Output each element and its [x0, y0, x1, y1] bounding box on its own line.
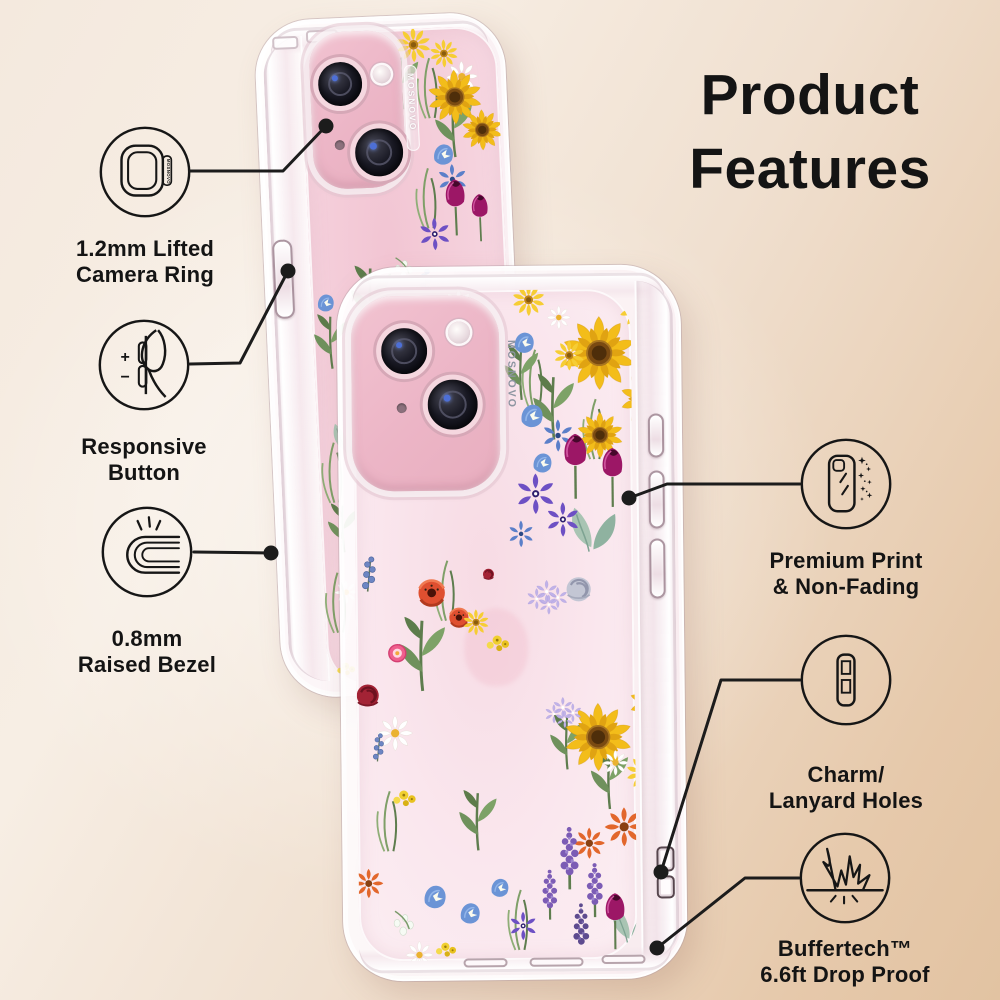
- camera-flash-icon: [447, 321, 471, 344]
- feature-label-premium-print: Premium Print & Non-Fading: [715, 548, 977, 600]
- lens-iris: [327, 71, 353, 97]
- plus-glyph: +: [121, 349, 130, 366]
- sparkle-stars: [858, 456, 873, 501]
- camera-lens-icon: [375, 322, 433, 380]
- feature-line: Charm/: [807, 762, 885, 787]
- feature-line: 6.6ft Drop Proof: [760, 961, 930, 987]
- lanyard-hole: [656, 875, 675, 899]
- lanyard-holes-icon: [800, 634, 892, 726]
- feature-line: Camera Ring: [76, 261, 214, 287]
- brand-logo-front: MOSNOVO: [505, 339, 518, 409]
- camera-mic-dot: [334, 139, 346, 151]
- rear-camera-module: [350, 295, 501, 492]
- title-line-2: Features: [689, 137, 931, 202]
- side-button: [271, 239, 296, 320]
- lens-iris: [438, 390, 467, 419]
- page-title: Product Features: [630, 58, 990, 206]
- title-line-1: Product: [700, 63, 920, 127]
- speaker-cutout: [601, 954, 646, 965]
- raised-bezel-icon: [101, 506, 193, 598]
- drop-proof-icon: [799, 832, 891, 924]
- feature-label-responsive-button: Responsive Button: [14, 434, 274, 486]
- feature-line: 0.8mm: [111, 626, 183, 651]
- feature-line: & Non-Fading: [772, 573, 920, 599]
- feature-label-camera-ring: 1.2mm Lifted Camera Ring: [15, 236, 275, 288]
- lanyard-hole: [656, 846, 675, 872]
- camera-mic-dot: [396, 403, 407, 414]
- feature-label-drop-proof: Buffertech™ 6.6ft Drop Proof: [705, 936, 985, 988]
- lens-glint: [443, 394, 451, 402]
- minus-glyph: −: [121, 369, 130, 386]
- camera-lens-icon: [311, 55, 369, 113]
- antenna-notch: [272, 35, 299, 50]
- premium-print-icon: [800, 438, 892, 530]
- feature-line: Buffertech™: [777, 936, 913, 961]
- feature-line: Lanyard Holes: [768, 787, 924, 813]
- feature-line: Premium Print: [769, 548, 923, 573]
- volume-button: [648, 470, 666, 529]
- feature-line: Button: [107, 459, 181, 485]
- feature-line: 1.2mm Lifted: [75, 236, 215, 261]
- feature-label-lanyard-holes: Charm/ Lanyard Holes: [716, 762, 976, 814]
- connector-raised-bezel: [192, 545, 279, 561]
- rear-camera-module: [307, 29, 410, 191]
- feature-line: Raised Bezel: [77, 651, 217, 677]
- side-button: [647, 413, 665, 458]
- volume-button: [649, 538, 666, 599]
- icon-brand-text: MOSNOVO: [166, 159, 171, 184]
- camera-lens-icon: [422, 374, 484, 435]
- feature-line: Responsive: [81, 434, 207, 459]
- feature-label-raised-bezel: 0.8mm Raised Bezel: [17, 626, 277, 678]
- camera-flash-icon: [372, 64, 392, 84]
- speaker-cutout: [463, 958, 508, 968]
- lens-iris: [365, 138, 394, 167]
- camera-ring-icon: MOSNOVO: [99, 126, 191, 218]
- lens-iris: [391, 338, 418, 365]
- phone-front: MOSNOVO: [336, 264, 688, 982]
- port-cutout: [529, 957, 584, 967]
- responsive-button-icon: + −: [98, 319, 190, 411]
